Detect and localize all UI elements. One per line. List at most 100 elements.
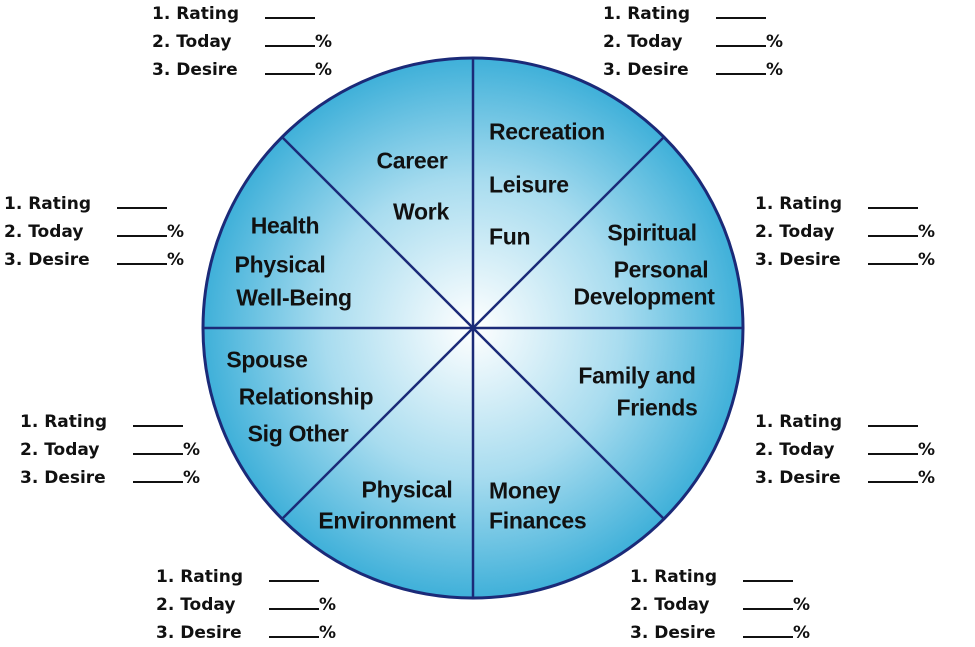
- desire-blank[interactable]: [743, 622, 793, 638]
- today-row: 2. Today%: [630, 591, 810, 619]
- segment-spouse-line2: Relationship: [238, 383, 374, 410]
- rating-blank[interactable]: [133, 411, 183, 427]
- rating-blank[interactable]: [743, 566, 793, 582]
- today-label: 2. Today: [755, 440, 835, 460]
- segment-career-line2: Work: [393, 198, 449, 225]
- today-blank[interactable]: [868, 439, 918, 455]
- segment-spiritual-line3: Development: [573, 283, 715, 310]
- today-row: 2. Today%: [755, 436, 935, 464]
- today-blank[interactable]: [716, 31, 766, 47]
- desire-blank[interactable]: [868, 467, 918, 483]
- desire-label: 3. Desire: [152, 60, 238, 80]
- segment-spouse-line1: Spouse: [226, 346, 308, 373]
- percent-sign: %: [315, 32, 333, 52]
- percent-sign: %: [167, 222, 185, 242]
- segment-career-line1: Career: [376, 147, 448, 174]
- rating-row: 1. Rating: [156, 563, 336, 591]
- rating-blank[interactable]: [868, 193, 918, 209]
- rating-form-money: 1. Rating 2. Today% 3. Desire%: [630, 563, 810, 647]
- rating-blank[interactable]: [265, 3, 315, 19]
- today-label: 2. Today: [20, 440, 100, 460]
- rating-form-health: 1. Rating 2. Today% 3. Desire%: [4, 190, 184, 274]
- today-label: 2. Today: [156, 595, 236, 615]
- desire-label: 3. Desire: [630, 623, 716, 643]
- desire-label: 3. Desire: [156, 623, 242, 643]
- rating-label: 1. Rating: [755, 194, 842, 214]
- percent-sign: %: [319, 623, 337, 643]
- desire-blank[interactable]: [716, 59, 766, 75]
- desire-blank[interactable]: [269, 622, 319, 638]
- desire-row: 3. Desire%: [630, 619, 810, 647]
- today-row: 2. Today%: [4, 218, 184, 246]
- percent-sign: %: [918, 222, 936, 242]
- segment-environment-line1: Physical: [361, 476, 453, 503]
- rating-blank[interactable]: [269, 566, 319, 582]
- desire-blank[interactable]: [868, 249, 918, 265]
- rating-row: 1. Rating: [630, 563, 810, 591]
- divider-diagonal-2: [281, 136, 665, 520]
- segment-family-line2: Friends: [616, 394, 698, 421]
- rating-blank[interactable]: [716, 3, 766, 19]
- segment-recreation-line3: Fun: [489, 223, 531, 250]
- desire-blank[interactable]: [265, 59, 315, 75]
- desire-blank[interactable]: [133, 467, 183, 483]
- rating-blank[interactable]: [117, 193, 167, 209]
- desire-row: 3. Desire%: [755, 464, 935, 492]
- segment-environment-line2: Environment: [318, 507, 456, 534]
- desire-blank[interactable]: [117, 249, 167, 265]
- rating-label: 1. Rating: [630, 567, 717, 587]
- segment-spiritual-line2: Personal: [613, 256, 709, 283]
- rating-form-spiritual: 1. Rating 2. Today% 3. Desire%: [755, 190, 935, 274]
- today-label: 2. Today: [152, 32, 232, 52]
- percent-sign: %: [766, 60, 784, 80]
- today-row: 2. Today%: [152, 28, 332, 56]
- today-row: 2. Today%: [156, 591, 336, 619]
- today-blank[interactable]: [117, 221, 167, 237]
- rating-label: 1. Rating: [755, 412, 842, 432]
- segment-health-line2: Physical: [234, 251, 326, 278]
- today-label: 2. Today: [755, 222, 835, 242]
- segment-health-line3: Well-Being: [236, 284, 352, 311]
- today-blank[interactable]: [133, 439, 183, 455]
- percent-sign: %: [918, 250, 936, 270]
- percent-sign: %: [918, 468, 936, 488]
- segment-spiritual-line1: Spiritual: [607, 219, 697, 246]
- desire-row: 3. Desire%: [4, 246, 184, 274]
- today-blank[interactable]: [265, 31, 315, 47]
- rating-blank[interactable]: [868, 411, 918, 427]
- segment-health-line1: Health: [250, 212, 320, 239]
- percent-sign: %: [167, 250, 185, 270]
- rating-row: 1. Rating: [603, 0, 783, 28]
- desire-label: 3. Desire: [755, 250, 841, 270]
- segment-recreation-line1: Recreation: [489, 118, 605, 145]
- percent-sign: %: [315, 60, 333, 80]
- rating-label: 1. Rating: [20, 412, 107, 432]
- rating-row: 1. Rating: [755, 408, 935, 436]
- today-blank[interactable]: [743, 594, 793, 610]
- today-blank[interactable]: [868, 221, 918, 237]
- rating-row: 1. Rating: [20, 408, 200, 436]
- today-row: 2. Today%: [755, 218, 935, 246]
- rating-label: 1. Rating: [152, 4, 239, 24]
- segment-recreation-line2: Leisure: [489, 171, 569, 198]
- percent-sign: %: [319, 595, 337, 615]
- today-blank[interactable]: [269, 594, 319, 610]
- percent-sign: %: [183, 440, 201, 460]
- rating-label: 1. Rating: [156, 567, 243, 587]
- segment-money-line2: Finances: [489, 507, 587, 534]
- percent-sign: %: [918, 440, 936, 460]
- today-label: 2. Today: [630, 595, 710, 615]
- desire-label: 3. Desire: [20, 468, 106, 488]
- rating-label: 1. Rating: [4, 194, 91, 214]
- percent-sign: %: [793, 595, 811, 615]
- today-label: 2. Today: [603, 32, 683, 52]
- today-row: 2. Today%: [603, 28, 783, 56]
- desire-label: 3. Desire: [755, 468, 841, 488]
- percent-sign: %: [183, 468, 201, 488]
- rating-form-career: 1. Rating 2. Today% 3. Desire%: [152, 0, 332, 84]
- today-label: 2. Today: [4, 222, 84, 242]
- desire-row: 3. Desire%: [755, 246, 935, 274]
- today-row: 2. Today%: [20, 436, 200, 464]
